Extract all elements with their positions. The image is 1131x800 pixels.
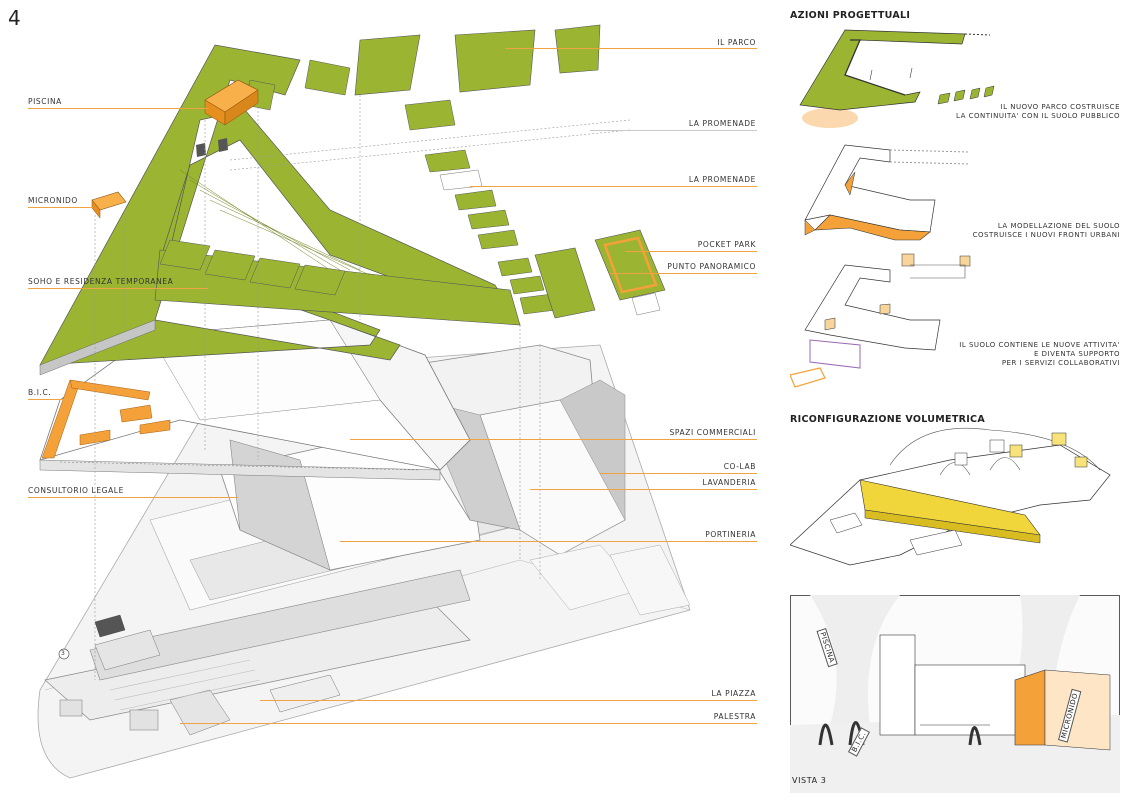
page-number: 4 [8,6,21,30]
leader-piazza [260,700,757,701]
leader-spazi-commerciali [350,439,757,440]
label-bic: B.I.C. [28,388,52,397]
leader-pocket-park [625,251,757,252]
riconfig-title: RICONFIGURAZIONE VOLUMETRICA [790,414,985,425]
leader-lavanderia [530,489,757,490]
caption-3-line-1: IL SUOLO CONTIENE LE NUOVE ATTIVITA' [959,341,1120,349]
view-marker: 3 [61,650,66,657]
caption-3-line-2: E DIVENTA SUPPORTO [1034,350,1120,358]
diagram-suolo-attivita [790,253,971,388]
leader-punto-panoramico [610,273,757,274]
vista-3-sketch [790,595,1120,793]
label-promenade-1: LA PROMENADE [688,119,756,128]
leader-bic [28,399,73,400]
label-punto-panoramico: PUNTO PANORAMICO [667,262,756,271]
leader-portineria [340,541,757,542]
label-spazi-commerciali: SPAZI COMMERCIALI [669,428,756,437]
leader-palestra [180,723,757,724]
vista-label: VISTA 3 [792,776,827,785]
diagram-nuovo-parco [799,29,995,128]
leader-consultorio [28,497,238,498]
label-palestra: PALESTRA [713,712,756,721]
caption-1-line-2: LA CONTINUITA' CON IL SUOLO PUBBLICO [956,112,1120,120]
caption-1: IL NUOVO PARCO COSTRUISCE LA CONTINUITA'… [920,103,1120,121]
label-piazza: LA PIAZZA [711,689,756,698]
label-parco: IL PARCO [717,38,756,47]
leader-promenade-2 [470,186,757,187]
diagram-modellazione [804,144,971,241]
label-micronido: MICRONIDO [28,196,78,205]
leader-co-lab [600,473,757,474]
label-lavanderia: LAVANDERIA [702,478,756,487]
leader-soho [28,288,208,289]
label-promenade-2: LA PROMENADE [688,175,756,184]
leader-piscina [28,108,208,109]
label-pocket-park: POCKET PARK [697,240,756,249]
riconfigurazione-diagram [790,427,1111,566]
leader-parco [505,48,757,49]
caption-3: IL SUOLO CONTIENE LE NUOVE ATTIVITA' E D… [920,341,1120,368]
caption-2-line-2: COSTRUISCE I NUOVI FRONTI URBANI [972,231,1120,239]
caption-2-line-1: LA MODELLAZIONE DEL SUOLO [997,222,1120,230]
label-portineria: PORTINERIA [705,530,756,539]
leader-promenade-1 [590,130,757,131]
caption-3-line-3: PER I SERVIZI COLLABORATIVI [1001,359,1120,367]
label-consultorio: CONSULTORIO LEGALE [28,486,124,495]
leader-micronido [28,207,93,208]
azioni-title: AZIONI PROGETTUALI [790,10,911,21]
caption-1-line-1: IL NUOVO PARCO COSTRUISCE [1000,103,1120,111]
caption-2: LA MODELLAZIONE DEL SUOLO COSTRUISCE I N… [920,222,1120,240]
azioni-diagrams [790,29,995,388]
label-piscina: PISCINA [28,97,62,106]
projection-lines [94,95,631,680]
label-soho: SOHO E RESIDENZA TEMPORANEA [28,277,174,286]
label-co-lab: CO-LAB [723,462,756,471]
park-level [39,24,666,376]
